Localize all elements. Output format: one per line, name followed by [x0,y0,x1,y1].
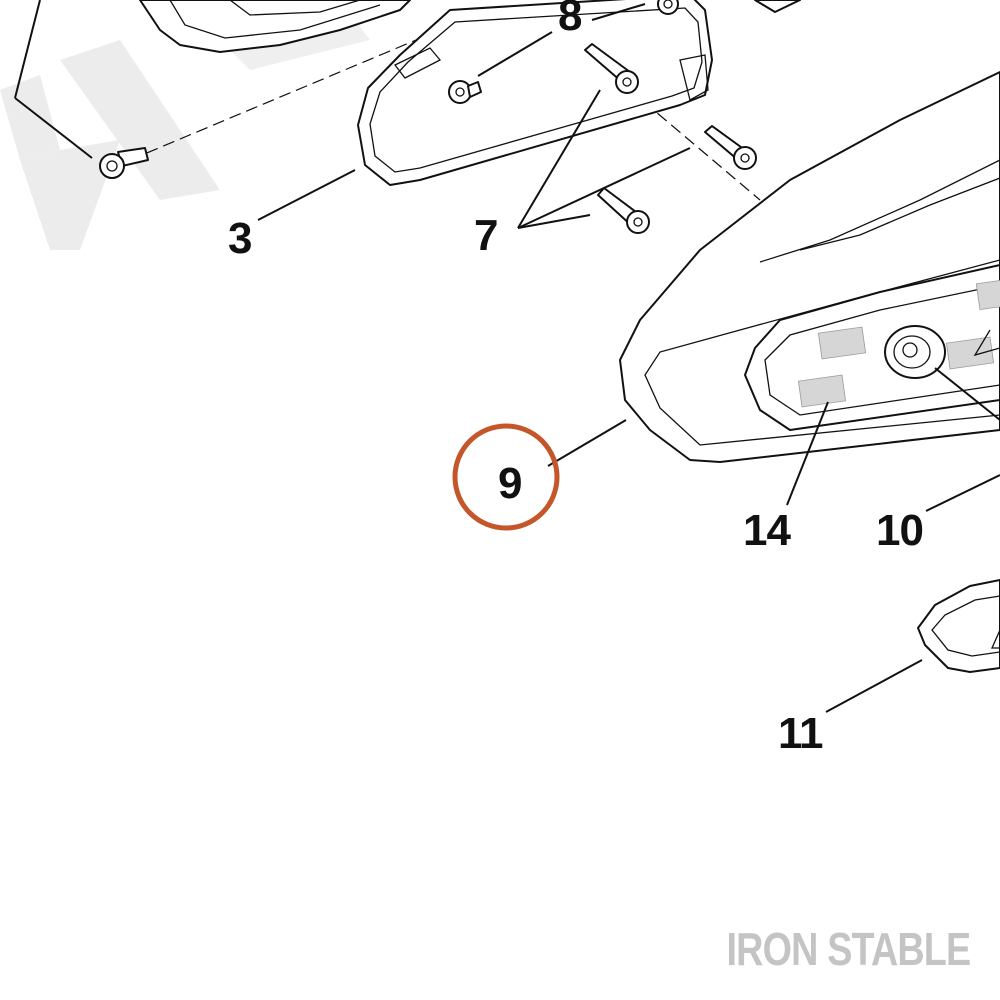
callout-11: 11 [778,709,823,758]
callout-10: 10 [876,506,923,555]
callout-9: 9 [498,459,521,508]
lower-cover-part [917,579,1000,673]
small-screw-icon [448,0,679,104]
pin-bolt-icon [704,125,757,170]
callout-14: 14 [743,506,791,555]
inner-panel-part [744,264,1000,431]
knob-icon [884,325,1000,379]
pin-bolt-icon [597,187,650,234]
gasket-frame-part [357,0,713,186]
upper-housing-part [139,0,411,53]
warning-triangle-icon [990,629,1000,649]
callout-7: 7 [474,211,497,260]
brand-watermark: IRON STABLE [726,923,971,975]
pin-bolt-icon [584,43,639,94]
highlight-circle-icon [452,423,560,531]
callout-8: 8 [558,0,582,40]
callout-3: 3 [228,214,251,263]
bracket-part [754,0,801,13]
flange-bolt-icon [99,147,149,179]
